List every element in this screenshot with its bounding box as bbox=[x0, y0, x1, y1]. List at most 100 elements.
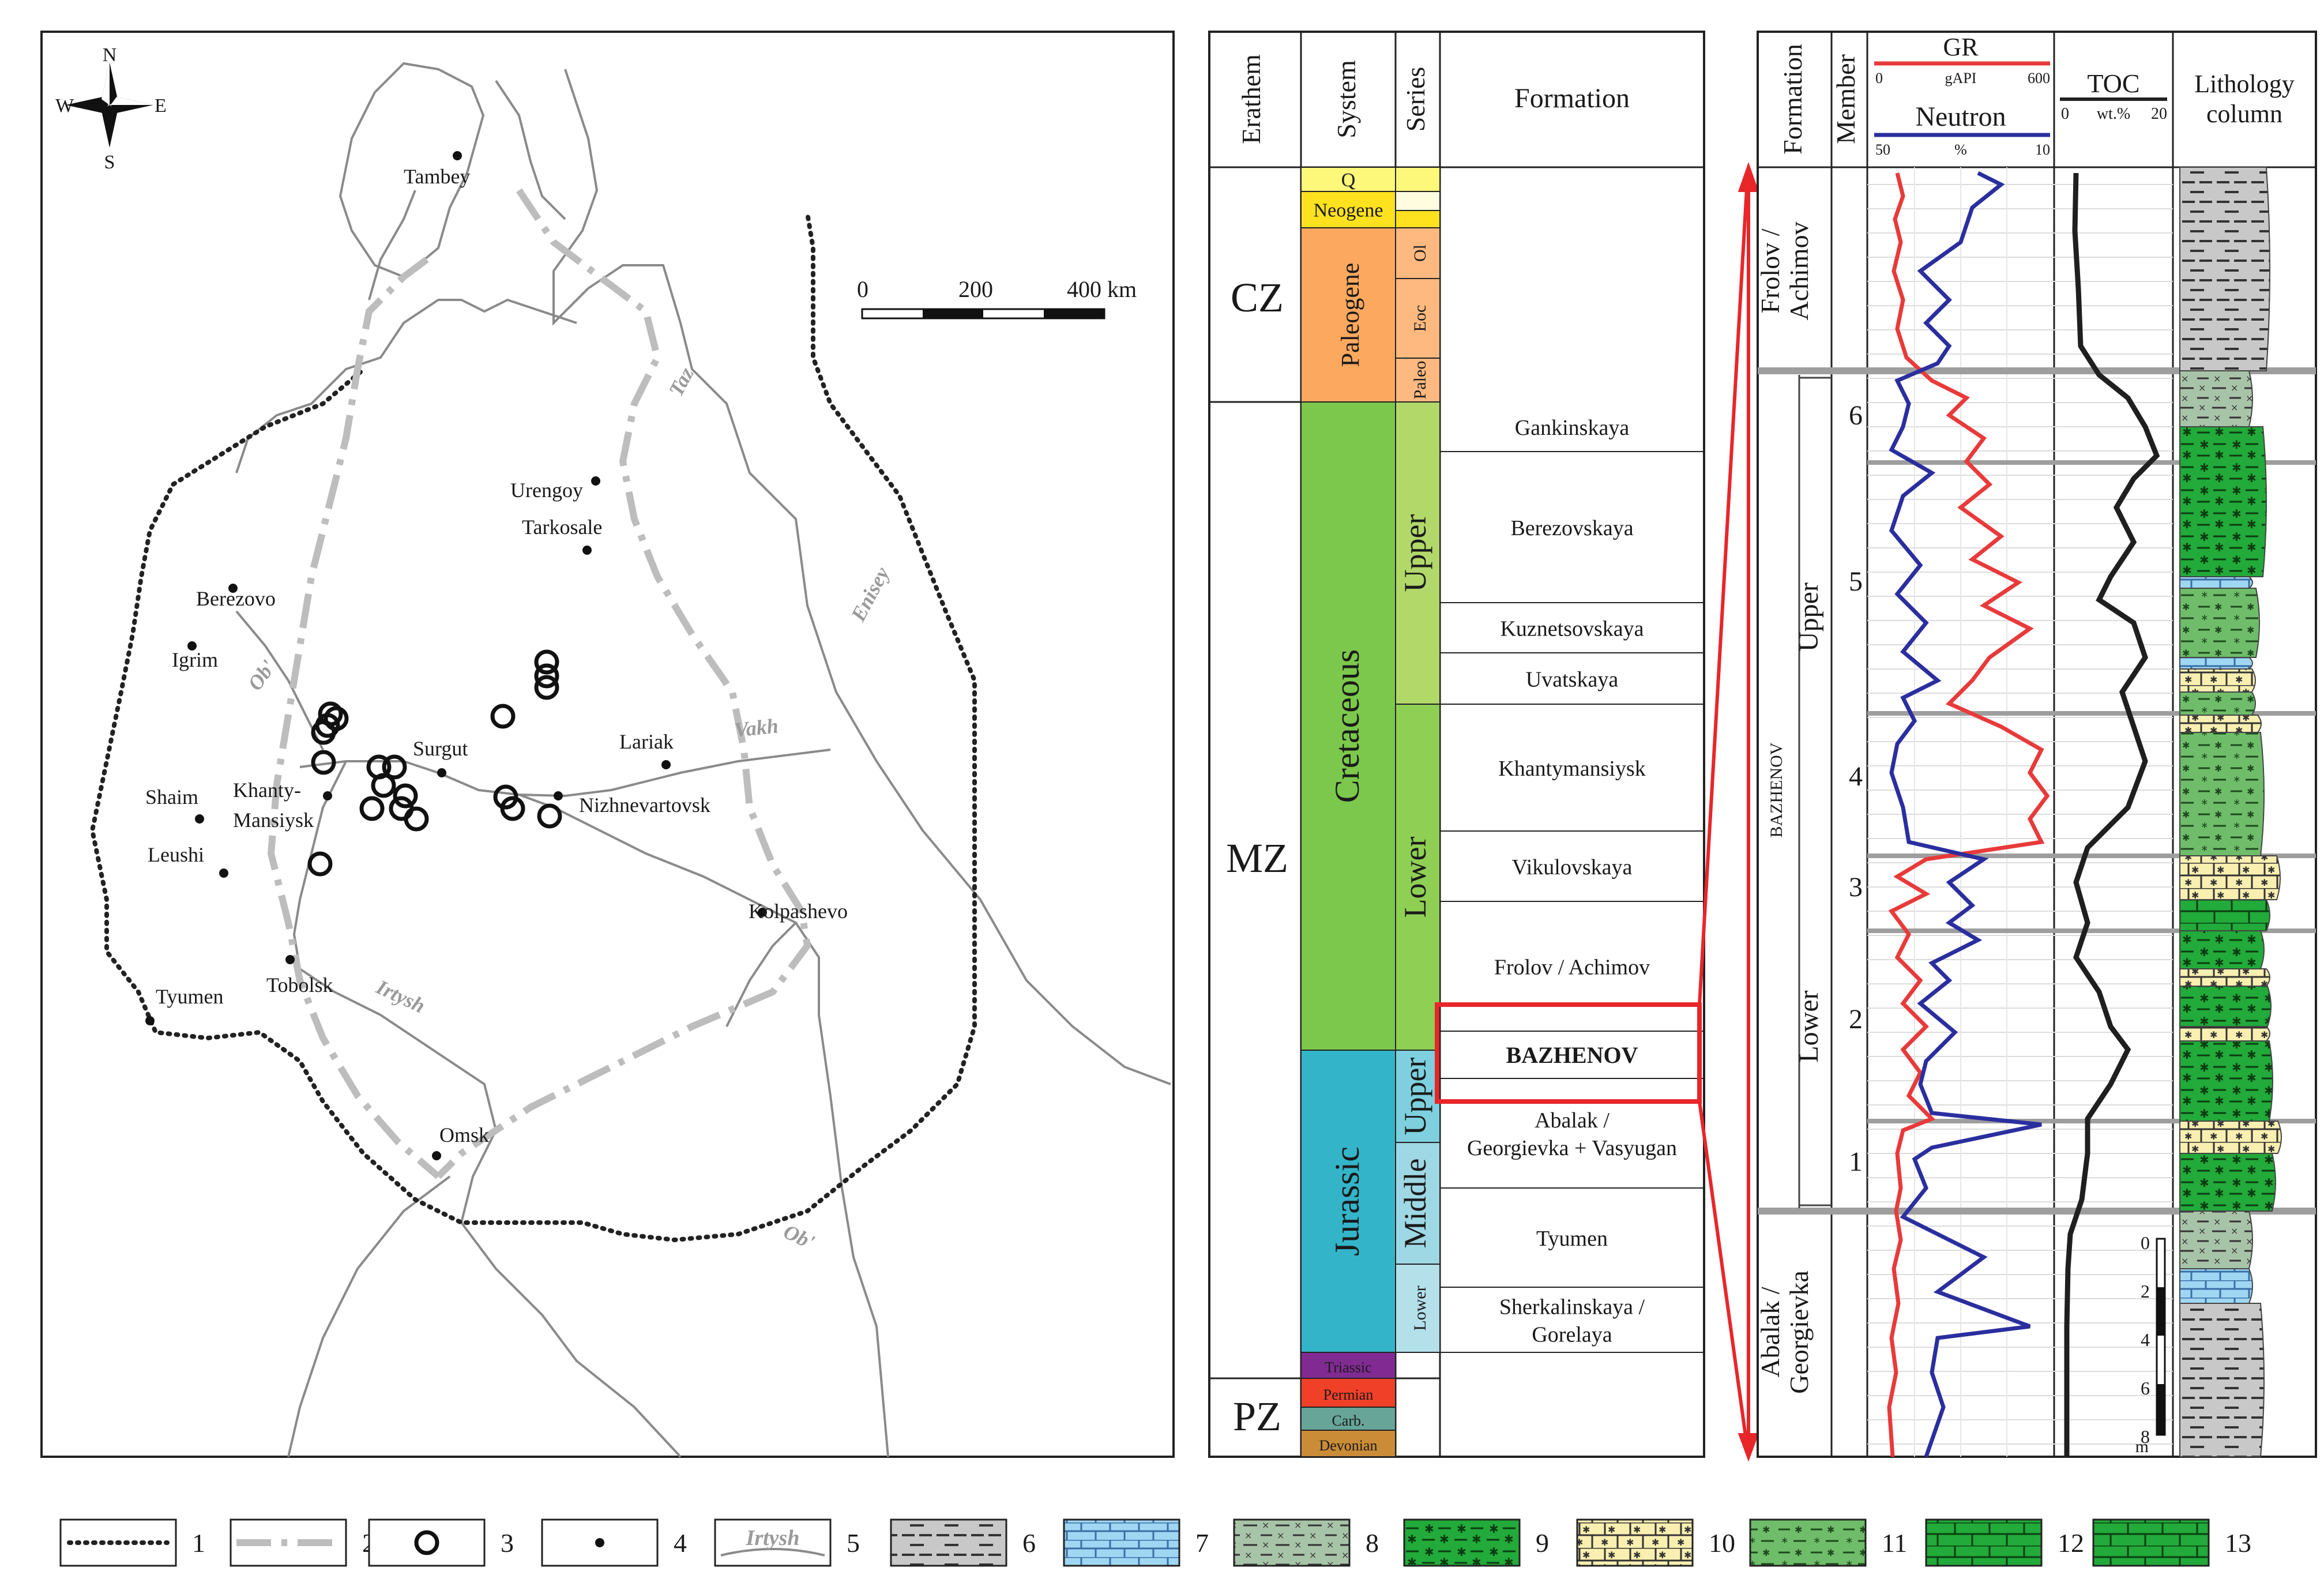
legend-number: 10 bbox=[1709, 1528, 1735, 1558]
series-cell bbox=[1395, 358, 1441, 403]
legend-swatch bbox=[890, 1518, 1007, 1567]
compass-s: S bbox=[104, 152, 115, 173]
log-formation-label: Georgievka bbox=[1784, 1270, 1814, 1394]
depth-label: 4 bbox=[2141, 1329, 2150, 1350]
neutron-header: Neutron bbox=[1915, 101, 2006, 132]
legend-number: 8 bbox=[1366, 1528, 1379, 1558]
depth-scale bbox=[2156, 1238, 2166, 1436]
gr-min: 0 bbox=[1875, 70, 1883, 87]
series-label: Paleo bbox=[1411, 361, 1430, 400]
formation-label: Georgievka + Vasyugan bbox=[1467, 1136, 1677, 1160]
city-label: Leushi bbox=[148, 843, 204, 866]
formation-label: Abalak / bbox=[1535, 1108, 1609, 1133]
formation-label: Khantymansiysk bbox=[1498, 757, 1645, 781]
series-label: Lower bbox=[1411, 1285, 1430, 1330]
legend-swatch bbox=[1403, 1518, 1521, 1567]
city-dot bbox=[285, 955, 295, 964]
city-label: Lariak bbox=[619, 730, 674, 753]
legend-item: 4 bbox=[541, 1518, 687, 1567]
compass-e: E bbox=[155, 95, 167, 116]
zoom-connector bbox=[1698, 161, 1759, 1462]
strat-header-formation: Formation bbox=[1514, 83, 1630, 114]
legend-item: 3 bbox=[368, 1518, 514, 1567]
series-cell bbox=[1395, 1050, 1441, 1143]
legend-swatch bbox=[1233, 1518, 1351, 1567]
gr-curve bbox=[1887, 172, 2050, 1457]
river-label: Vakh bbox=[734, 714, 780, 742]
lith-header-2: column bbox=[2206, 100, 2282, 128]
well-marker bbox=[404, 806, 429, 832]
lith-layer bbox=[2179, 1040, 2273, 1122]
lith-layer bbox=[2179, 1210, 2253, 1269]
toc-max: 20 bbox=[2151, 105, 2167, 123]
well-marker bbox=[490, 704, 516, 729]
well-layer bbox=[307, 649, 562, 877]
system-column: QNeogenePaleogeneCretaceousJurassicTrias… bbox=[1300, 167, 1396, 1457]
city-label: Kolpashevo bbox=[749, 900, 848, 923]
formation-label: Kuznetsovskaya bbox=[1500, 617, 1644, 641]
well-marker bbox=[537, 803, 562, 829]
formation-label: BAZHENOV bbox=[1506, 1042, 1638, 1068]
legend-number: 6 bbox=[1022, 1528, 1036, 1558]
legend-swatch bbox=[2092, 1518, 2210, 1567]
depth-unit: m bbox=[2135, 1437, 2149, 1456]
city-dot bbox=[145, 1016, 155, 1025]
lith-layer bbox=[2179, 167, 2270, 371]
series-label: Middle bbox=[1398, 1159, 1432, 1249]
formation-label: Vikulovskaya bbox=[1512, 855, 1633, 879]
legend-item: 8 bbox=[1233, 1518, 1379, 1567]
subdivision-lower: Lower bbox=[1793, 990, 1824, 1062]
system-label: Jurassic bbox=[1328, 1146, 1366, 1256]
log-formation-label: Frolov / bbox=[1755, 228, 1785, 313]
system-cell bbox=[1300, 227, 1396, 403]
series-cell bbox=[1395, 401, 1441, 705]
lith-layer bbox=[2179, 657, 2253, 670]
system-label: Neogene bbox=[1314, 200, 1383, 221]
city-layer: TambeyUrengoyTarkosaleBerezovoIgrimSurgu… bbox=[145, 151, 848, 1160]
legend-item: 11 bbox=[1749, 1518, 1907, 1567]
city-dot bbox=[219, 869, 228, 878]
scale-bar: 0 200 400 km bbox=[857, 276, 1137, 319]
city-label: Tambey bbox=[404, 165, 470, 188]
strat-header-erathem: Erathem bbox=[1236, 54, 1266, 144]
city-dot bbox=[554, 791, 563, 800]
depth-label: 0 bbox=[2141, 1232, 2150, 1253]
city-dot bbox=[187, 641, 197, 651]
city-label: Nizhnevartovsk bbox=[579, 794, 710, 817]
legend-number: 13 bbox=[2225, 1528, 2251, 1558]
series-label: Upper bbox=[1398, 1058, 1432, 1136]
formation-label: Gorelaya bbox=[1532, 1323, 1612, 1347]
legend-number: 11 bbox=[1882, 1528, 1907, 1558]
legend-swatch bbox=[1749, 1518, 1867, 1567]
lith-layer bbox=[2179, 855, 2281, 900]
system-label: Cretaceous bbox=[1328, 649, 1366, 803]
erathem-cz: CZ bbox=[1231, 275, 1284, 321]
subdivision-upper: Upper bbox=[1793, 582, 1824, 652]
formation-label: Frolov / Achimov bbox=[1494, 956, 1650, 980]
system-label: Devonian bbox=[1319, 1437, 1377, 1454]
well-marker bbox=[534, 675, 559, 700]
formation-column: GankinskayaBerezovskayaKuznetsovskayaUva… bbox=[1440, 416, 1704, 1353]
lith-layer bbox=[2179, 715, 2262, 733]
city-label: Igrim bbox=[172, 648, 218, 671]
city-dot bbox=[323, 791, 332, 800]
city-label: Berezovo bbox=[196, 587, 276, 610]
system-label: Paleogene bbox=[1336, 263, 1364, 367]
strat-header-system: System bbox=[1332, 60, 1361, 138]
lith-layer bbox=[2179, 426, 2267, 577]
member-label: 4 bbox=[1849, 761, 1863, 792]
legend-item: 6 bbox=[890, 1518, 1036, 1567]
legend-number: 1 bbox=[192, 1528, 205, 1558]
log-formation-label: BAZHENOV bbox=[1767, 742, 1786, 837]
system-cell bbox=[1300, 1378, 1396, 1408]
city-label: Tobolsk bbox=[266, 973, 333, 997]
series-cell bbox=[1395, 227, 1441, 279]
system-cell bbox=[1300, 191, 1396, 228]
series-cell bbox=[1395, 1264, 1441, 1353]
gr-header: GR bbox=[1943, 33, 1979, 61]
legend-river-label: Irtysh bbox=[746, 1526, 800, 1550]
series-label: Eoc bbox=[1411, 305, 1430, 332]
